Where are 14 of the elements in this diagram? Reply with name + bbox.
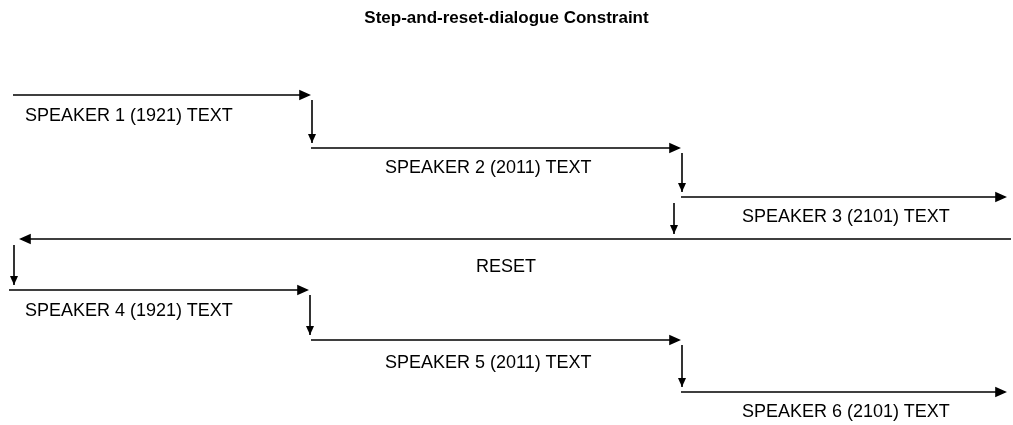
speaker-text: SPEAKER 6 (2101) TEXT bbox=[742, 401, 950, 421]
arrow bbox=[10, 244, 18, 286]
arrow bbox=[678, 344, 686, 388]
speaker-text: SPEAKER 3 (2101) TEXT bbox=[742, 206, 950, 226]
arrow bbox=[678, 152, 686, 193]
speaker-text: SPEAKER 2 (2011) TEXT bbox=[385, 157, 592, 177]
diagram-title: Step-and-reset-dialogue Constraint bbox=[363, 8, 650, 28]
reset-label: RESET bbox=[476, 256, 536, 276]
speaker-text: SPEAKER 5 (2011) TEXT bbox=[385, 352, 592, 372]
arrow bbox=[308, 99, 316, 144]
arrow bbox=[670, 202, 678, 235]
speaker-text: SPEAKER 4 (1921) TEXT bbox=[25, 300, 233, 320]
arrow bbox=[306, 294, 314, 336]
speaker-text: SPEAKER 1 (1921) TEXT bbox=[25, 105, 233, 125]
